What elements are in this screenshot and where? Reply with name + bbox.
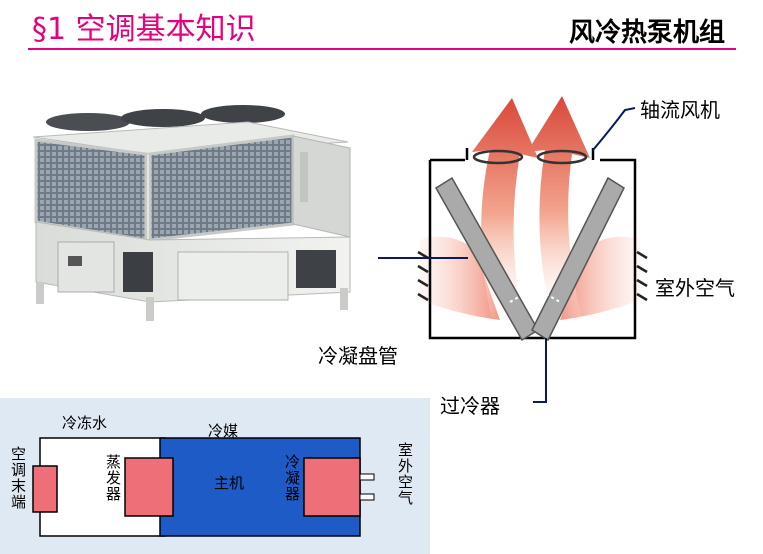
fan-label: 轴流风机 — [640, 98, 720, 122]
right-air-inflow — [560, 236, 640, 320]
condenser-coil-label: 冷凝盘管 — [318, 344, 398, 368]
terminal-coil — [32, 465, 58, 513]
page-title: §1 空调基本知识 — [32, 12, 256, 47]
air-flow-diagram — [378, 96, 648, 403]
page-subtitle: 风冷热泵机组 — [568, 18, 725, 48]
heat-pump-unit-image — [32, 105, 351, 321]
condenser-block — [303, 457, 361, 517]
fan-icon — [472, 149, 524, 165]
condenser-label: 冷凝器 — [283, 454, 301, 502]
exhaust-arrow-right — [527, 96, 590, 330]
evaporator-label: 蒸发器 — [104, 454, 122, 502]
outdoor-air-schematic-label: 室外空气 — [396, 442, 414, 506]
evaporator-block — [124, 457, 174, 517]
terminal-label: 空调末端 — [9, 446, 27, 510]
chilled-water-label: 冷冻水 — [62, 414, 108, 432]
system-schematic: 冷冻水 冷媒 空调末端 蒸发器 主机 冷凝器 室外空气 — [0, 398, 430, 554]
subcooler-label: 过冷器 — [440, 394, 500, 418]
refrigerant-label: 冷媒 — [208, 422, 239, 440]
condenser-coil-right — [531, 176, 625, 342]
title-divider — [28, 48, 736, 50]
outdoor-air-label: 室外空气 — [655, 276, 735, 300]
main-unit-label: 主机 — [214, 474, 245, 492]
